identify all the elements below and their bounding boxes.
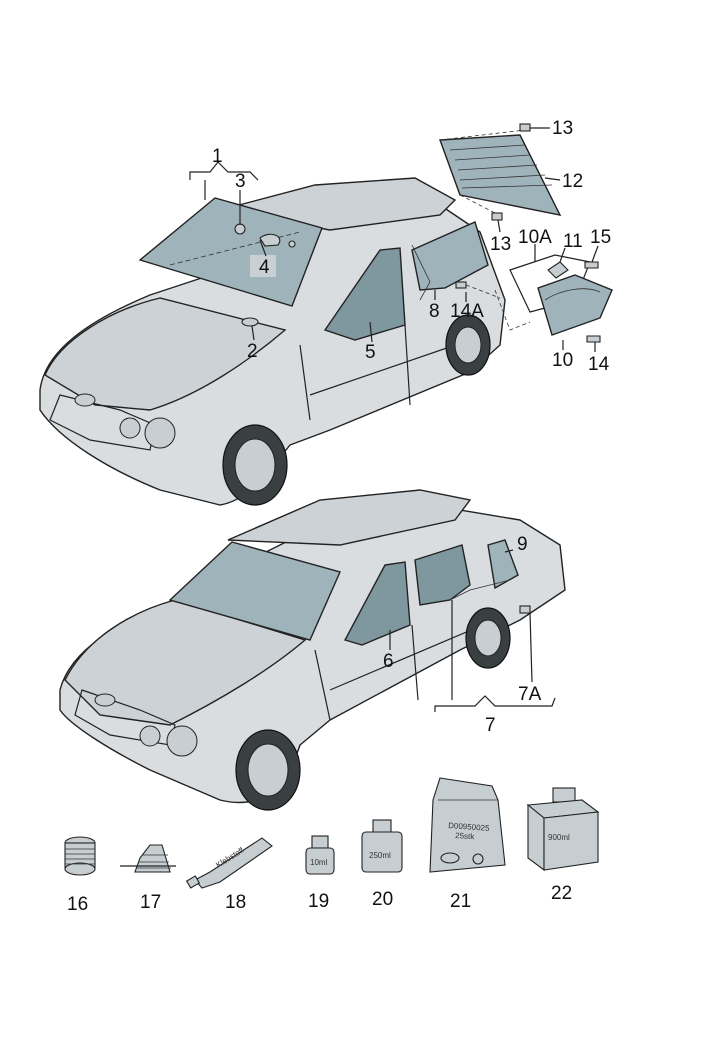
rear-window-parts [439, 123, 562, 221]
sealing-cord-coil [64, 836, 96, 876]
callout-labels: 1 3 4 2 5 8 14A 13 12 13 10A 11 15 10 14… [67, 118, 611, 915]
callout-20: 20 [372, 889, 393, 910]
front-door-window [323, 247, 406, 341]
windshield [138, 197, 323, 307]
callout-6: 6 [383, 651, 394, 672]
rear-side-window-hatch [411, 221, 489, 291]
hatchback-car [39, 177, 506, 506]
callout-7: 7 [485, 715, 496, 736]
callout-22: 22 [551, 883, 572, 904]
can-label: 250ml [369, 851, 391, 860]
callout-14a: 14A [450, 301, 484, 322]
callout-14: 14 [588, 354, 610, 375]
bag-label-line1: D00950025 [448, 821, 490, 833]
callout-17: 17 [140, 892, 161, 913]
callout-10: 10 [552, 350, 573, 371]
callout-15: 15 [590, 227, 611, 248]
leader-lines [189, 127, 599, 712]
callout-19: 19 [308, 891, 329, 912]
bag-label-line2: 25stk [455, 831, 476, 841]
callout-8: 8 [429, 301, 440, 322]
callout-1: 1 [212, 146, 223, 167]
small-bottle: 10ml [305, 835, 335, 875]
door-glass-parts [411, 244, 501, 301]
callout-7a: 7A [518, 684, 542, 705]
callout-21: 21 [450, 891, 471, 912]
callout-10a: 10A [518, 227, 552, 248]
accessories: Klebstoff 10ml 250ml D00950025 25stk [64, 777, 600, 889]
callout-11: 11 [563, 231, 583, 252]
parts-bag: D00950025 25stk [429, 777, 506, 873]
callout-9: 9 [517, 534, 528, 555]
sealing-tape-roll [120, 844, 176, 873]
sedan-windshield [168, 541, 341, 641]
sedan-quarter-window [487, 539, 519, 590]
box-label: 900ml [548, 833, 570, 842]
callout-4: 4 [259, 257, 270, 278]
adhesive-tube: Klebstoff [185, 837, 273, 889]
quarter-window-parts [494, 254, 613, 343]
callout-16: 16 [67, 894, 88, 915]
sedan-front-door-window [343, 561, 411, 646]
sedan-rear-door-window [414, 544, 471, 606]
callout-2: 2 [247, 341, 258, 362]
callout-12: 12 [562, 171, 583, 192]
callout-13-bottom: 13 [490, 234, 511, 255]
small-bottle-label: 10ml [310, 858, 328, 867]
primer-can: 250ml [361, 819, 403, 873]
sedan-car [59, 489, 566, 811]
callout-13-top: 13 [552, 118, 573, 139]
cleaner-box: 900ml [526, 787, 600, 872]
callout-5: 5 [365, 342, 376, 363]
callout-3: 3 [235, 171, 246, 192]
callout-18: 18 [225, 892, 246, 913]
